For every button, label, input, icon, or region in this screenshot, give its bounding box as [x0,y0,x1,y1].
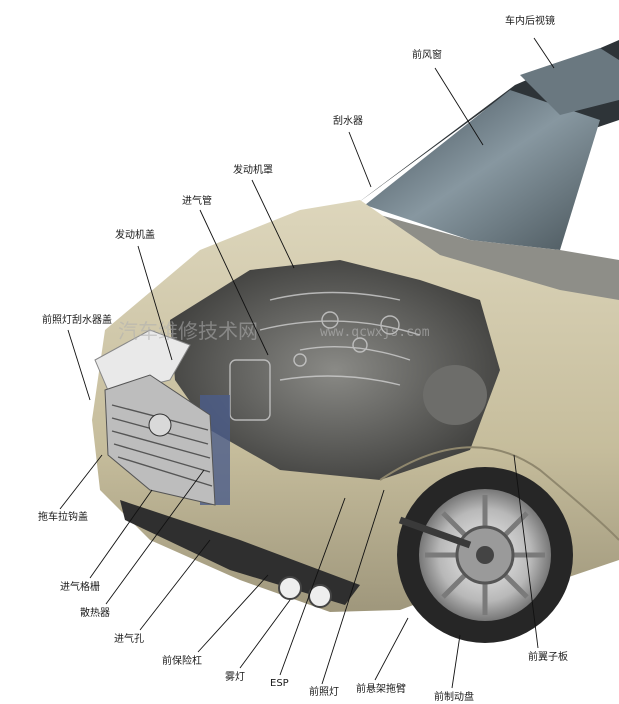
leader-air-intake-grille [89,489,153,579]
sunroof [520,48,619,115]
leader-wiper [348,131,372,188]
label-intake-pipe: 进气管 [182,194,212,207]
label-front-bumper: 前保险杠 [162,654,202,667]
engine-bay [170,260,500,480]
leader-fog-lamp [239,599,291,669]
leader-front-fender [513,454,539,649]
label-interior-mirror: 车内后视镜 [505,14,555,27]
leader-engine-cover [251,179,295,269]
fog-lamp-left [278,576,302,600]
label-front-fender: 前翼子板 [528,650,568,663]
leader-tow-hook-cover [59,454,103,510]
leader-air-intake-hole [139,539,211,631]
leader-front-bumper [197,574,269,653]
leader-engine-hood [137,245,173,361]
watermark-text: 汽车维修技术网 [118,319,258,343]
watermark-url: www.qcwxjs.com [320,325,430,340]
grille [104,374,216,506]
label-fog-lamp: 雾灯 [225,671,245,683]
strut-tower [423,365,487,425]
leader-lines [59,37,555,689]
label-esp: ESP [270,678,289,689]
badge [148,413,172,437]
leader-front-brake-disc [451,634,461,689]
leader-windshield [434,67,484,146]
windshield-glass [365,90,600,250]
label-air-intake-grille: 进气格栅 [60,580,100,593]
fender-line [379,446,619,541]
leader-front-suspension-arm [374,617,409,681]
car-illustration [92,40,619,643]
label-windshield: 前风窗 [412,48,442,61]
label-front-suspension-arm: 前悬架拖臂 [356,682,406,695]
leader-intake-pipe [199,209,269,356]
hub [476,546,494,564]
label-tow-hook-cover: 拖车拉钩盖 [38,510,88,523]
label-air-intake-hole: 进气孔 [114,632,144,645]
leader-esp [279,497,346,676]
leader-headlamp [321,489,385,685]
label-headlamp: 前照灯 [309,685,339,698]
leader-interior-mirror [533,37,555,69]
lower-intake [120,500,360,605]
leader-radiator [105,469,205,605]
label-engine-hood: 发动机盖 [115,228,155,241]
label-wiper: 刮水器 [333,114,363,127]
label-front-brake-disc: 前制动盘 [434,690,474,703]
suspension-arm [398,516,472,549]
engine-details [229,291,421,421]
label-engine-cover: 发动机罩 [233,163,273,176]
part-labels: 车内后视镜 前风窗 刮水器 发动机罩 进气管 发动机盖 前照灯刮水器盖 拖车拉钩… [38,14,568,703]
label-radiator: 散热器 [80,606,110,619]
leader-headlamp-wiper-cover [67,329,91,401]
label-headlamp-wiper-cover: 前照灯刮水器盖 [42,313,112,326]
